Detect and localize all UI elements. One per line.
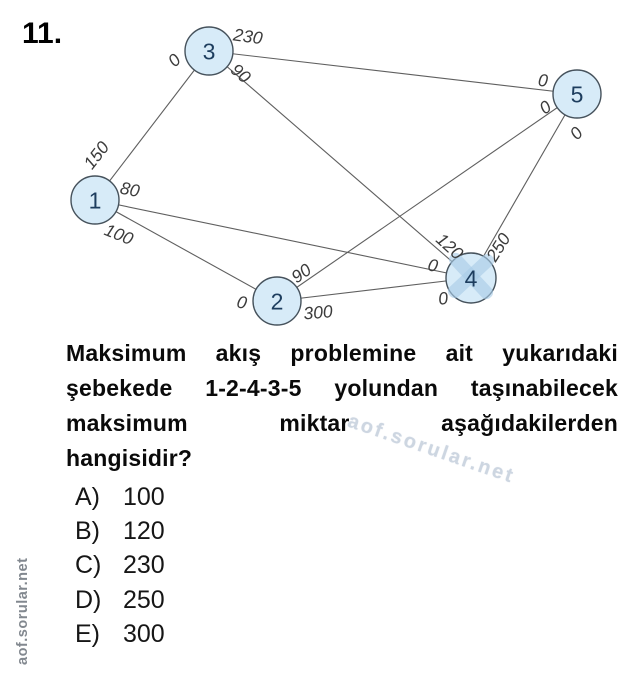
edge-label-1-3-0: 0 (164, 50, 185, 71)
edge-label-2-5-0: 0 (535, 96, 555, 118)
option-value: 120 (123, 516, 165, 545)
edge-label-4-5-0: 0 (566, 123, 587, 144)
edge-label-1-2-100: 100 (102, 220, 137, 250)
graph-node-1 (70, 175, 120, 225)
edge-label-2-4-0: 0 (437, 288, 449, 309)
option-row-a: A) 100 (75, 480, 165, 514)
edge-label-1-2-0: 0 (235, 292, 249, 314)
question-line: hangisidir? (66, 445, 193, 471)
option-value: 300 (123, 619, 165, 648)
graph-edge-3-5 (208, 50, 578, 95)
graph-edge-1-3 (94, 50, 210, 201)
option-row-e: E) 300 (75, 617, 165, 651)
vertical-watermark: aof.sorular.net (15, 557, 31, 665)
option-row-c: C) 230 (75, 549, 165, 583)
option-row-b: B) 120 (75, 514, 165, 548)
option-letter: C) (75, 551, 102, 580)
option-letter: E) (75, 619, 100, 648)
option-row-d: D) 250 (75, 583, 165, 617)
option-letter: D) (75, 585, 102, 614)
edge-label-1-4-0: 0 (426, 255, 440, 277)
question-line: Maksimum akış problemine ait yukarıdaki (66, 340, 618, 366)
question-number: 11. (22, 17, 63, 50)
x-mark-watermark (447, 253, 495, 299)
edge-label-3-5-230: 230 (231, 24, 264, 48)
edge-label-1-3-150: 150 (79, 137, 113, 173)
graph-node-label-2: 2 (271, 288, 284, 314)
edge-label-3-5-0: 0 (537, 70, 549, 91)
question-line: şebekede 1-2-4-3-5 yolundan taşınabilece… (66, 375, 618, 401)
edge-label-1-4-80: 80 (118, 178, 141, 201)
graph-node-2 (252, 276, 302, 326)
graph-node-5 (552, 69, 602, 119)
edge-label-2-4-300: 300 (303, 301, 334, 323)
graph-edge-3-4 (208, 50, 472, 279)
graph-edge-1-4 (94, 199, 472, 279)
graph-node-3 (184, 26, 234, 76)
option-letter: B) (75, 516, 100, 545)
graph-edge-4-5 (470, 93, 578, 279)
graph-node-label-4: 4 (465, 265, 478, 291)
graph-edge-2-5 (276, 93, 578, 302)
question-text: Maksimum akış problemine ait yukarıdaki … (66, 336, 618, 476)
question-line: maksimum miktar aşağıdakilerden (66, 410, 618, 436)
graph-node-label-3: 3 (203, 38, 216, 64)
options-list: A) 100 B) 120 C) 230 D) 250 E) 300 (75, 480, 165, 651)
option-value: 230 (123, 551, 165, 580)
option-value: 100 (123, 482, 165, 511)
graph-edge-2-4 (276, 277, 472, 302)
graph-node-label-5: 5 (571, 81, 584, 107)
graph-edge-1-2 (94, 199, 278, 302)
option-letter: A) (75, 482, 100, 511)
option-value: 250 (123, 585, 165, 614)
edge-label-3-4-90: 90 (227, 59, 255, 87)
graph-node-label-1: 1 (89, 187, 102, 213)
